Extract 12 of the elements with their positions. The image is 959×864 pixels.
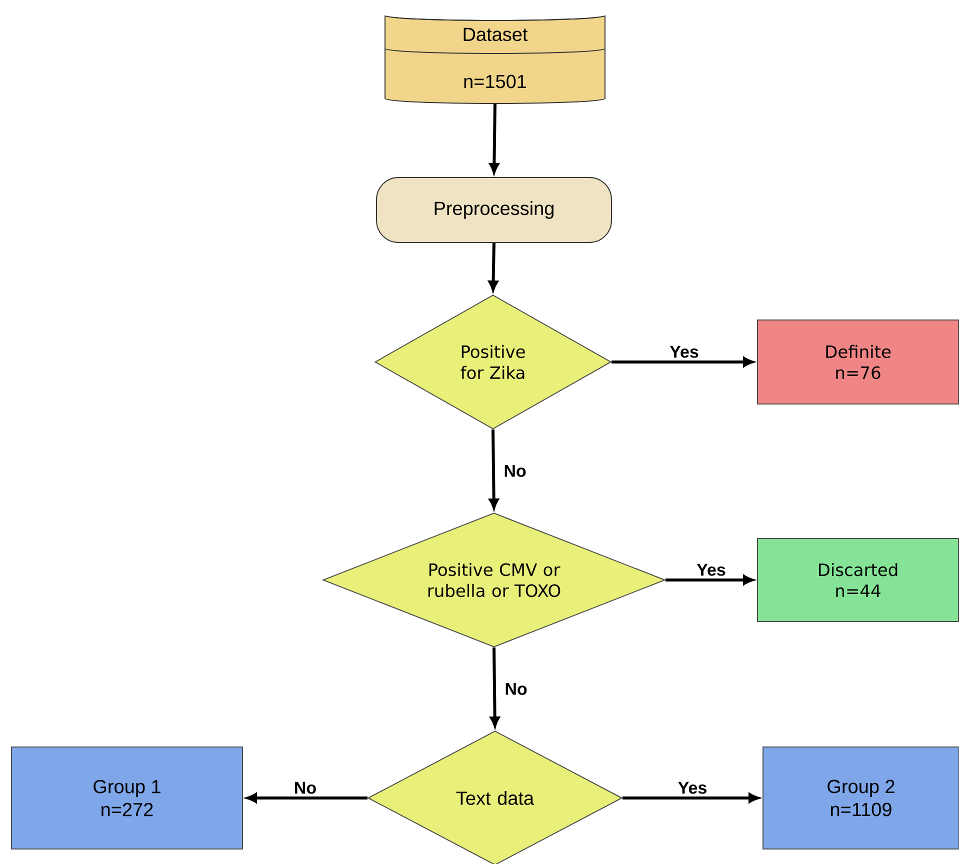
- edge-label: Yes: [668, 344, 701, 360]
- edge-label: Yes: [694, 562, 728, 578]
- edge-label: No: [502, 463, 528, 479]
- result-box: Group 2 n=1109: [762, 746, 959, 850]
- result-box: Discarted n=44: [757, 538, 959, 622]
- result-box: Group 1 n=272: [11, 746, 243, 850]
- process-box: Preprocessing: [376, 177, 612, 243]
- result-box: Definite n=76: [757, 320, 959, 404]
- database-cylinder: Dataset n=1501: [384, 15, 606, 104]
- edge-label: No: [292, 780, 319, 796]
- edge-label: No: [502, 681, 530, 697]
- edge-label: Yes: [676, 780, 710, 796]
